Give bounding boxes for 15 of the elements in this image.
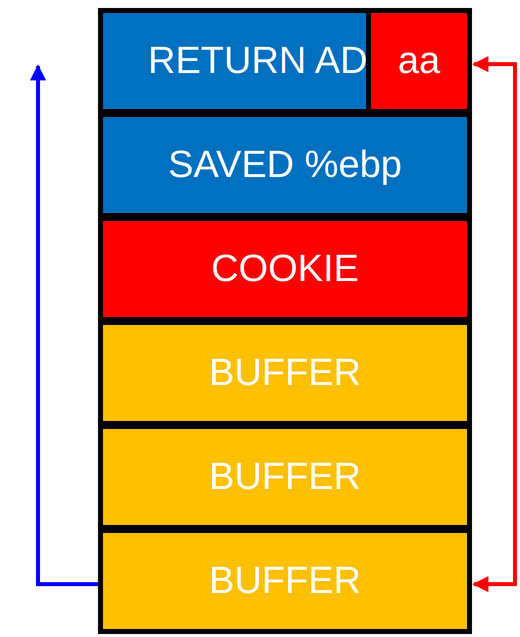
stack-frame-box — [98, 112, 472, 218]
stack-label: aa — [398, 40, 440, 82]
stack-label: BUFFER — [209, 456, 361, 498]
arrow — [472, 56, 517, 592]
buffer-box — [98, 424, 472, 530]
stack-label: RETURN AD — [148, 40, 368, 82]
stack-label: SAVED %ebp — [168, 144, 402, 186]
stack-label: COOKIE — [211, 248, 359, 290]
arrow — [30, 64, 98, 586]
buffer-box — [98, 528, 472, 634]
stack-frame-box — [98, 8, 472, 114]
stack-label: BUFFER — [209, 352, 361, 394]
buffer-box — [98, 320, 472, 426]
stack-label: BUFFER — [209, 560, 361, 602]
cookie-box — [98, 216, 472, 322]
